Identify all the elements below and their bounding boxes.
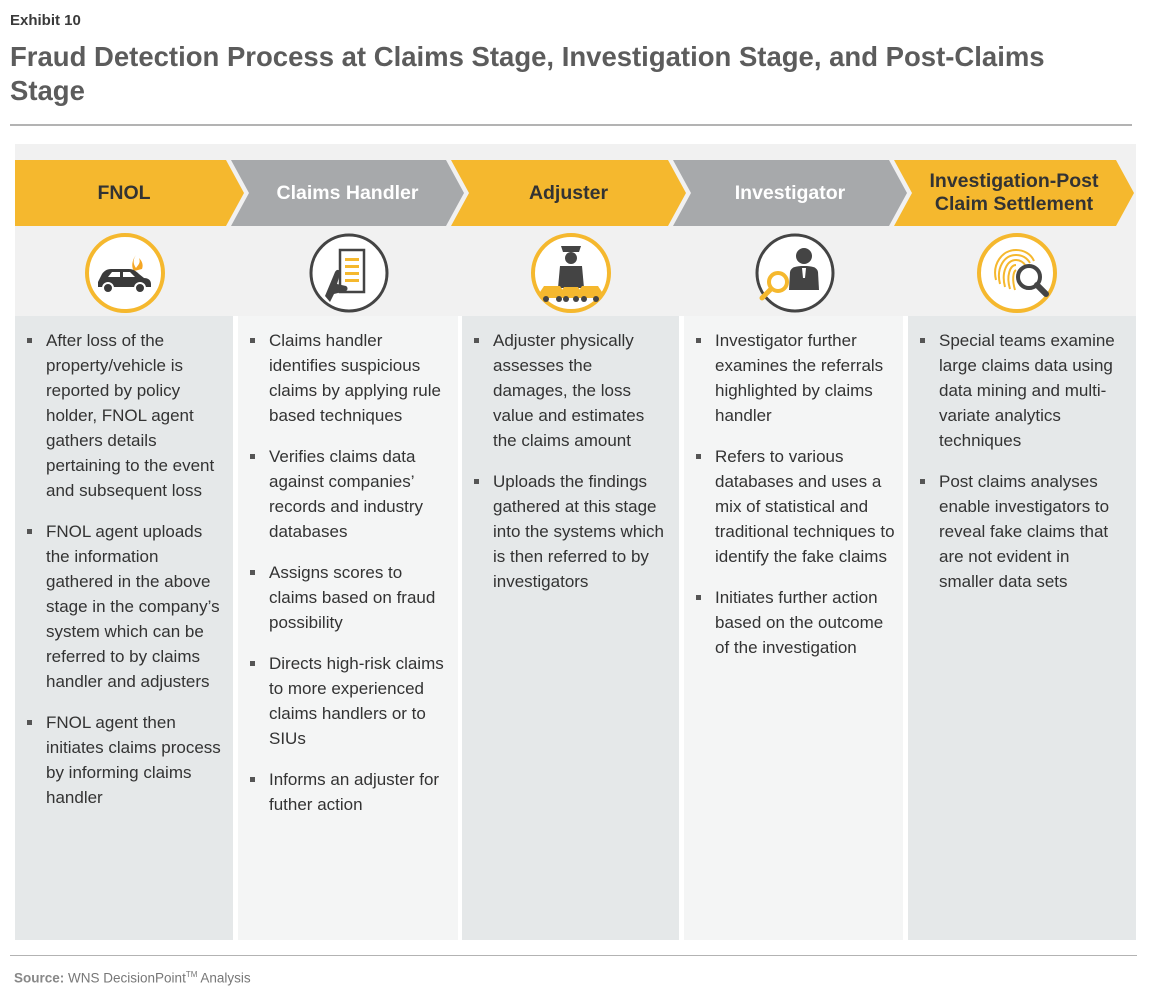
- arrow-claims-handler: [231, 160, 464, 226]
- arrow-adjuster: [451, 160, 686, 226]
- list-item: Informs an adjuster for futher action: [248, 767, 450, 817]
- source-label: Source:: [14, 970, 65, 986]
- list-item: After loss of the property/vehicle is re…: [25, 328, 225, 503]
- stage-column-investigator: Investigator further examines the referr…: [684, 316, 903, 940]
- list-item: Special teams examine large claims data …: [918, 328, 1128, 453]
- stage-header-claims-handler: Claims Handler: [276, 181, 419, 204]
- stage-header-fnol: FNOL: [97, 181, 151, 204]
- list-item: Verifies claims data against companies’ …: [248, 444, 450, 544]
- list-item: Investigator further examines the referr…: [694, 328, 895, 428]
- list-item: Claims handler identifies suspicious cla…: [248, 328, 450, 428]
- list-item: Assigns scores to claims based on fraud …: [248, 560, 450, 635]
- stage-column-adjuster: Adjuster physically assesses the damages…: [462, 316, 679, 940]
- stage-column-post-claim: Special teams examine large claims data …: [908, 316, 1136, 940]
- list-item: FNOL agent uploads the information gathe…: [25, 519, 225, 694]
- process-flow-arrows: [15, 160, 1134, 226]
- source-note: Source: WNS DecisionPointTM Analysis: [14, 970, 251, 986]
- list-item: Post claims analyses enable investigator…: [918, 469, 1128, 594]
- fingerprint-magnifier-icon: [976, 232, 1058, 314]
- investigator-magnifier-icon: [754, 232, 836, 314]
- stage-column-claims-handler: Claims handler identifies suspicious cla…: [238, 316, 458, 940]
- trademark-mark: TM: [185, 970, 198, 979]
- arrow-post-claim: [894, 160, 1134, 226]
- stage-column-fnol: After loss of the property/vehicle is re…: [15, 316, 233, 940]
- page-title: Fraud Detection Process at Claims Stage,…: [10, 41, 1045, 106]
- document-in-hand-icon: [308, 232, 390, 314]
- car-on-fire-icon: [84, 232, 166, 314]
- exhibit-label: Exhibit 10: [10, 12, 81, 29]
- source-suffix: Analysis: [200, 970, 251, 986]
- list-item: Initiates further action based on the ou…: [694, 585, 895, 660]
- police-officer-cars-icon: [530, 232, 612, 314]
- stage-header-adjuster: Adjuster: [528, 181, 609, 204]
- list-item: FNOL agent then initiates claims process…: [25, 710, 225, 810]
- arrow-investigator: [673, 160, 907, 226]
- source-text: WNS DecisionPoint: [68, 970, 186, 986]
- list-item: Directs high-risk claims to more experie…: [248, 651, 450, 751]
- stage-header-post-claim: Investigation-Post Claim Settlement: [929, 170, 1099, 215]
- title-divider: [10, 124, 1132, 126]
- arrow-fnol: [15, 160, 244, 226]
- list-item: Adjuster physically assesses the damages…: [472, 328, 671, 453]
- list-item: Uploads the findings gathered at this st…: [472, 469, 671, 594]
- list-item: Refers to various databases and uses a m…: [694, 444, 895, 569]
- footer-divider: [10, 955, 1137, 956]
- stage-header-investigator: Investigator: [734, 181, 846, 204]
